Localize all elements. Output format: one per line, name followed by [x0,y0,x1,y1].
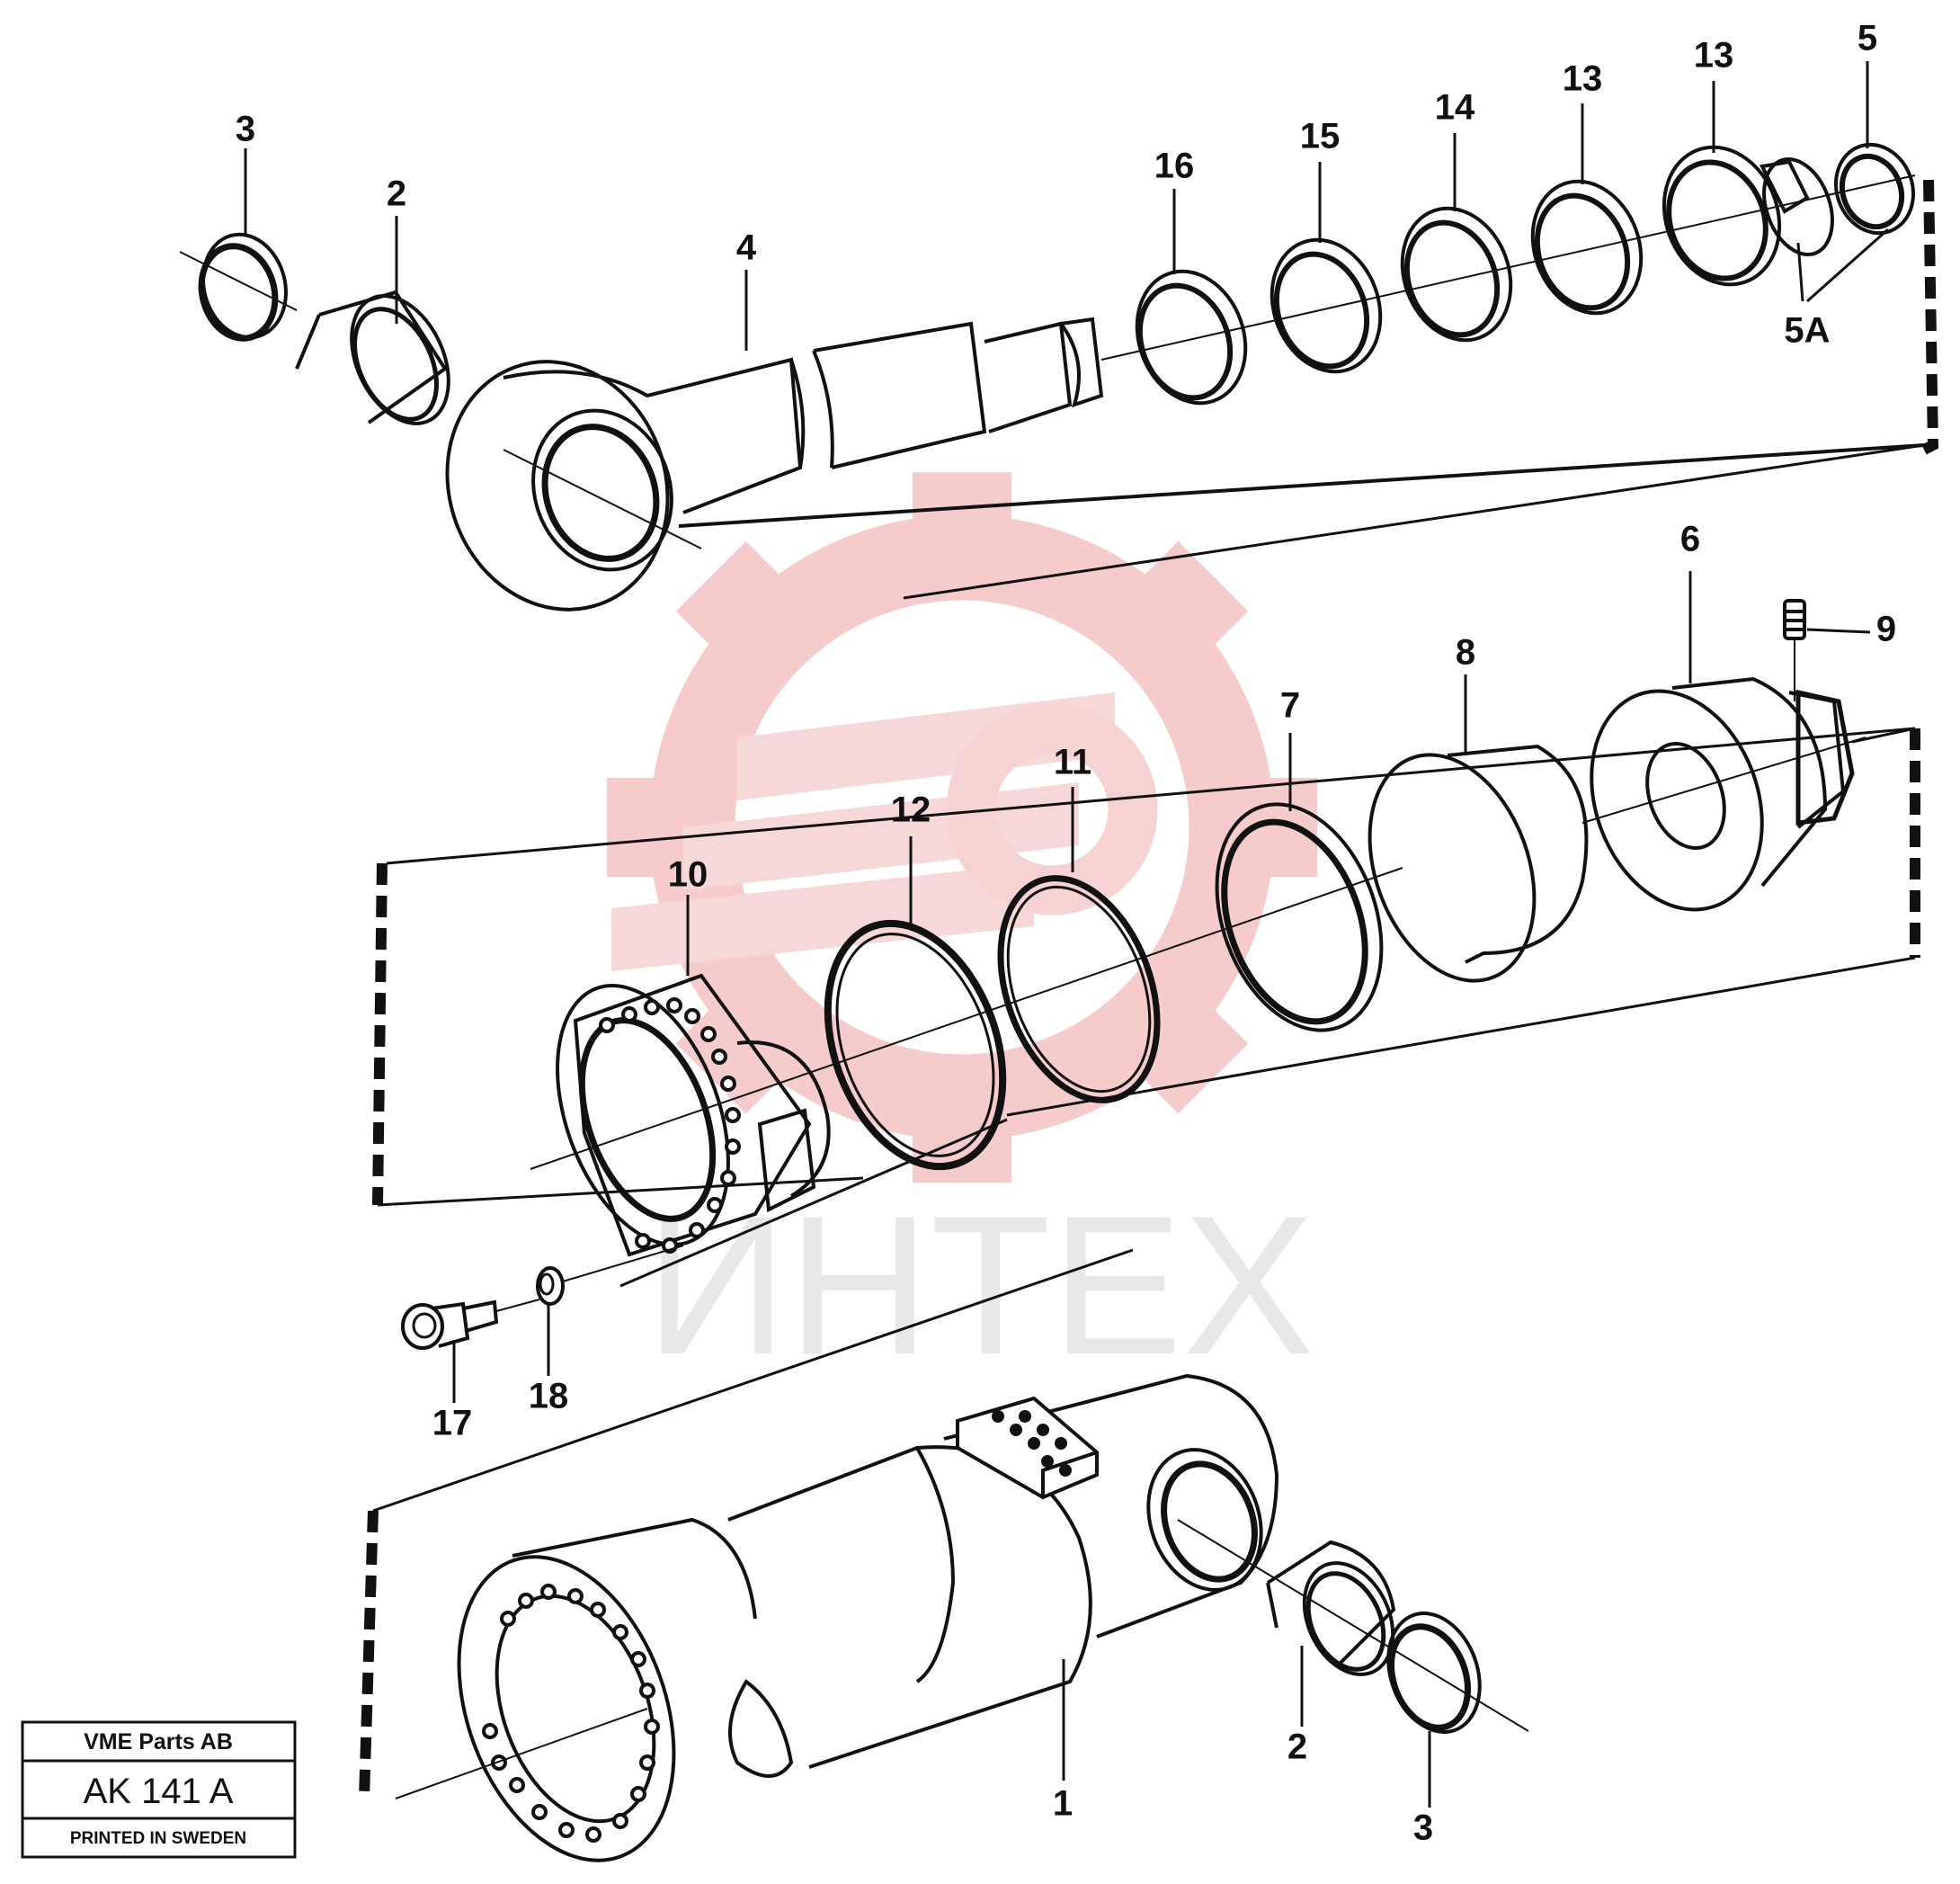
part-2-top-bushing [295,290,450,425]
label-15: 15 [1300,117,1341,156]
label-13a: 13 [1563,59,1603,99]
dashed-frame-top [678,179,1939,600]
leader-lines [244,61,1889,1808]
part-4-piston-rod-eye [445,317,1104,612]
stamp-printed: PRINTED IN SWEDEN [70,1829,246,1848]
gear-tooth [675,540,816,682]
part-14-ring [1400,206,1513,343]
part-16-ring [1135,269,1248,406]
part-3-bottom-bushing-seal [1386,1612,1482,1734]
part-18-washer [536,1245,684,1306]
label-6: 6 [1680,520,1700,559]
part-13a-guide-ring [1530,179,1644,316]
label-14: 14 [1435,88,1475,128]
label-18: 18 [529,1377,569,1416]
part-7-ring [1215,802,1384,1032]
gear-tooth [1218,778,1317,877]
part-2-bottom-bushing [1266,1540,1396,1676]
label-12: 12 [891,790,931,830]
label-3-top: 3 [236,110,255,149]
label-10: 10 [668,855,708,895]
part-5-seal [1833,142,1916,236]
label-8: 8 [1456,633,1475,673]
part-5a-seal [1762,156,1834,257]
dashed-frame-bottom [359,1118,1134,1799]
gear-tooth [607,778,706,877]
watermark-text: ИНТЕХ [646,1174,1315,1396]
part-6-piston [1581,676,1866,912]
part-8-sleeve [1368,744,1589,983]
part-10-cylinder-head [530,867,1403,1257]
part-12-ring [824,919,1007,1171]
stamp-company: VME Parts AB [84,1729,233,1755]
label-16: 16 [1154,147,1195,186]
label-2-bottom: 2 [1287,1728,1307,1767]
label-5: 5 [1858,19,1877,58]
label-4: 4 [736,228,757,268]
document-stamp: VME Parts AB AK 141 A PRINTED IN SWEDEN [21,1720,297,1859]
part-15-ring [1270,237,1383,374]
top-axis-line [1100,174,1916,361]
label-5A: 5A [1784,311,1830,351]
label-7: 7 [1280,686,1300,726]
label-13b: 13 [1694,36,1734,76]
part-11-ring [997,875,1161,1103]
watermark-gear-logo [607,472,1317,1183]
part-labels: 3 2 4 16 15 14 13 13 5 5A 6 9 8 7 11 12 … [236,19,1896,1848]
part-1-cylinder-tube [395,1373,1529,1862]
label-11: 11 [1054,743,1091,782]
part-3-top-bushing-seal [179,232,298,342]
stamp-code: AK 141 A [84,1772,234,1811]
label-1: 1 [1053,1784,1073,1824]
part-17-bolt [401,1299,540,1350]
label-9: 9 [1876,610,1896,649]
part-13b-guide-ring [1662,145,1810,287]
label-2-top: 2 [387,174,406,214]
part-9-grub-screw [1783,599,1806,701]
gear-tooth [913,472,1011,571]
label-17: 17 [432,1404,473,1443]
label-3-bottom: 3 [1413,1808,1433,1848]
